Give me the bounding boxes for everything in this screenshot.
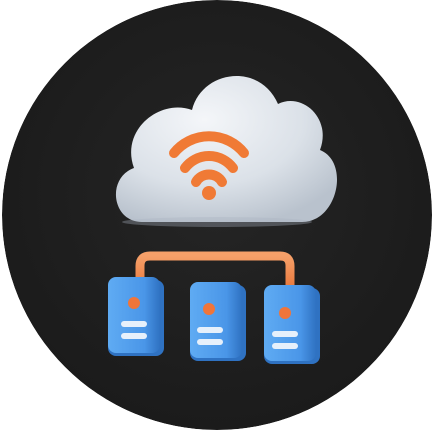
server-icon xyxy=(264,285,320,364)
server-icon xyxy=(190,282,246,361)
wifi-icon xyxy=(169,131,249,200)
server-icon xyxy=(108,277,164,356)
